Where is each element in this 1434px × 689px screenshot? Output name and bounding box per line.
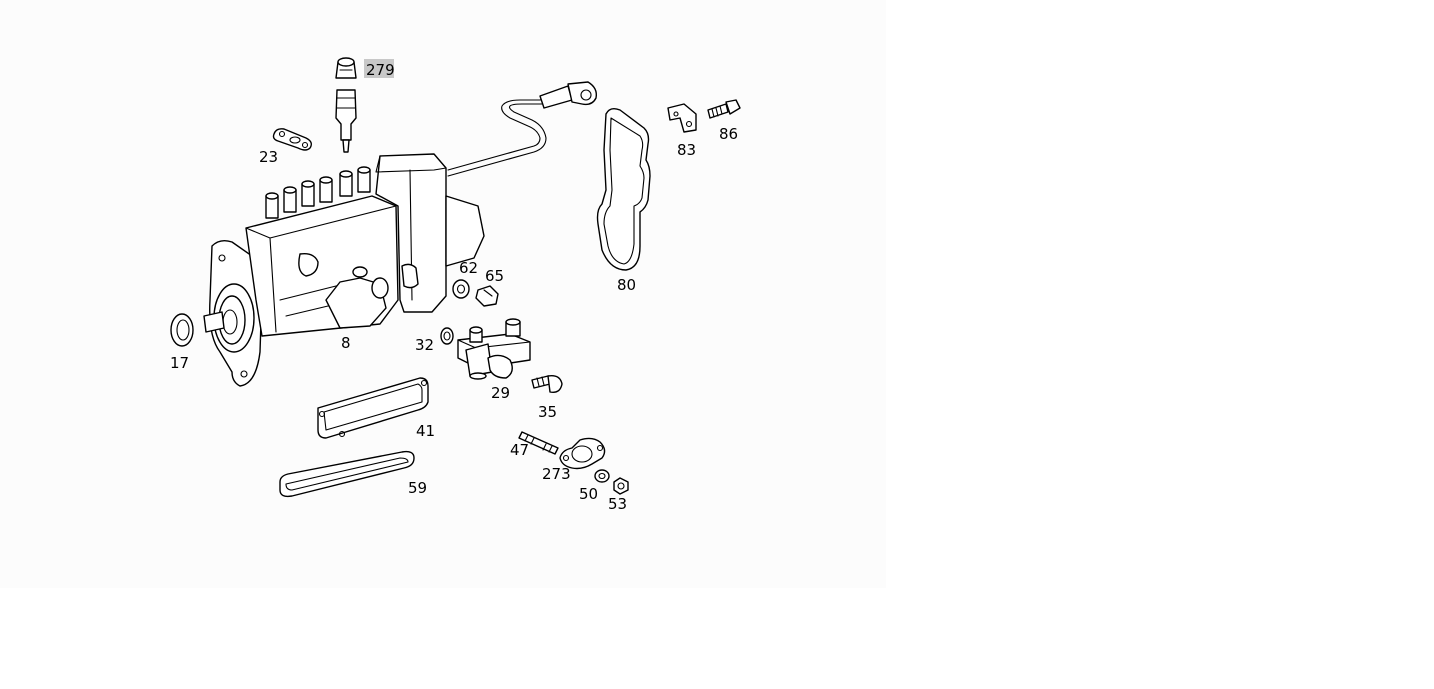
part-273-gasket[interactable] — [559, 437, 606, 470]
callout-23[interactable]: 23 — [259, 148, 278, 166]
callout-59[interactable]: 59 — [408, 479, 427, 497]
part-32-ring[interactable] — [440, 327, 454, 345]
callout-41[interactable]: 41 — [416, 422, 435, 440]
callout-53[interactable]: 53 — [608, 495, 627, 513]
part-fuel-line — [447, 81, 598, 177]
callout-35[interactable]: 35 — [538, 403, 557, 421]
delivery-valves — [265, 166, 371, 219]
part-86-bolt[interactable] — [707, 99, 741, 119]
callout-279-highlight — [364, 59, 394, 78]
part-65-plug[interactable] — [475, 285, 499, 307]
callout-50[interactable]: 50 — [579, 485, 598, 503]
part-35-screw[interactable] — [531, 374, 563, 394]
part-29-valve-block[interactable] — [457, 318, 531, 380]
callout-labels: 279 23 83 86 62 65 80 17 8 32 29 35 41 4… — [170, 59, 738, 513]
part-41-gasket[interactable] — [317, 377, 429, 439]
callout-8[interactable]: 8 — [341, 334, 351, 352]
callout-47[interactable]: 47 — [510, 441, 529, 459]
callout-83[interactable]: 83 — [677, 141, 696, 159]
callout-29[interactable]: 29 — [491, 384, 510, 402]
part-8-injection-pump[interactable] — [203, 153, 485, 387]
callout-273[interactable]: 273 — [542, 465, 571, 483]
part-23-gasket[interactable] — [272, 128, 313, 151]
part-62-washer[interactable] — [452, 279, 470, 299]
callout-65[interactable]: 65 — [485, 267, 504, 285]
callout-80[interactable]: 80 — [617, 276, 636, 294]
part-53-nut[interactable] — [613, 477, 629, 495]
part-50-washer[interactable] — [594, 469, 610, 483]
callout-279[interactable]: 279 — [366, 61, 395, 79]
part-83-bracket[interactable] — [667, 103, 697, 133]
part-17-seal[interactable] — [170, 313, 194, 347]
callout-32[interactable]: 32 — [415, 336, 434, 354]
injector-nozzle — [335, 89, 357, 153]
part-80-gasket[interactable] — [596, 107, 651, 271]
parts-diagram: 279 23 83 86 62 65 80 17 8 32 29 35 41 4… — [170, 57, 741, 513]
callout-86[interactable]: 86 — [719, 125, 738, 143]
part-47-stud[interactable] — [518, 431, 559, 455]
part-279-cap[interactable] — [335, 57, 357, 79]
callout-62[interactable]: 62 — [459, 259, 478, 277]
diagram-canvas: 279 23 83 86 62 65 80 17 8 32 29 35 41 4… — [170, 57, 741, 513]
callout-17[interactable]: 17 — [170, 354, 189, 372]
part-59-gasket[interactable] — [279, 450, 415, 498]
